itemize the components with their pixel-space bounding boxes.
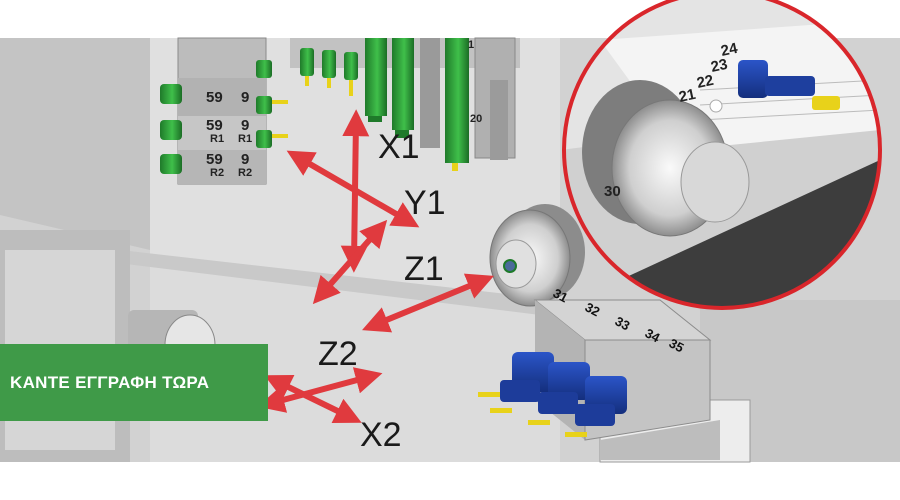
axis-label-x1: X1	[378, 128, 420, 166]
detail-inset	[562, 0, 882, 310]
tool-row-1-right: 9	[241, 89, 249, 106]
tool-row-3-sub-right: R2	[238, 167, 252, 179]
enclosure-left-wall	[0, 38, 150, 250]
register-now-button[interactable]: ΚΑΝΤΕ ΕΓΓΡΑΦΗ ΤΩΡΑ	[0, 344, 268, 421]
sub-spindle-chuck	[489, 204, 585, 307]
upper-turret-vertical-tools	[290, 37, 520, 171]
station-35: 35	[667, 335, 687, 355]
tool-row-2-sub-right: R1	[238, 133, 252, 145]
axis-label-x2: X2	[360, 416, 402, 454]
upper-turret-top-number: 1	[468, 39, 474, 51]
inset-station-22: 22	[695, 72, 715, 92]
station-32: 32	[583, 299, 603, 319]
tool-row-1-left: 59	[206, 89, 223, 106]
tool-row-2-right: 9	[241, 117, 249, 134]
axis-label-y1: Y1	[404, 184, 446, 222]
tool-row-2-left: 59	[206, 117, 223, 134]
station-33: 33	[613, 313, 633, 333]
inset-station-23: 23	[709, 56, 729, 76]
axis-label-z2: Z2	[318, 335, 358, 373]
inset-station-21: 21	[677, 86, 697, 106]
tool-row-2-sub-left: R1	[210, 133, 224, 145]
station-31: 31	[551, 285, 571, 305]
upper-tool-block	[160, 37, 288, 185]
inset-chuck-number: 30	[604, 183, 621, 200]
axis-label-z1: Z1	[404, 250, 444, 288]
tool-row-3-left: 59	[206, 151, 223, 168]
inset-station-24: 24	[719, 40, 739, 60]
upper-turret-side-number: 20	[470, 113, 482, 125]
tool-row-3-sub-left: R2	[210, 167, 224, 179]
blue-tool-holders	[478, 352, 627, 437]
green-tool-holder-right	[256, 60, 288, 148]
axis-arrows	[257, 109, 494, 424]
tool-row-3-right: 9	[241, 151, 249, 168]
green-tool-holder-left	[160, 84, 182, 174]
